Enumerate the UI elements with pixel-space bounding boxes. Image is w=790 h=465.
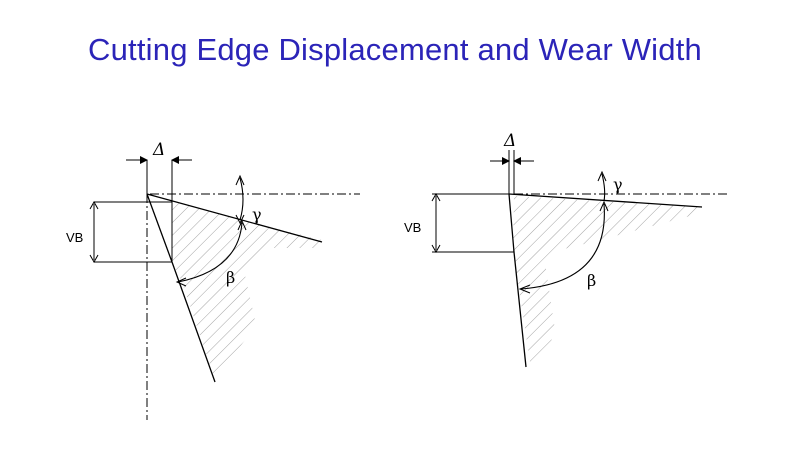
right-gamma-arc bbox=[601, 173, 606, 202]
right-gamma-label: γ bbox=[613, 175, 623, 194]
left-diagram: Δ VB γ β bbox=[66, 140, 360, 420]
right-vb-label: VB bbox=[404, 220, 421, 235]
left-workpiece-hatch bbox=[172, 202, 322, 380]
right-rake-face bbox=[508, 193, 703, 208]
left-beta-label: β bbox=[226, 268, 235, 287]
left-gamma-label: γ bbox=[252, 205, 262, 224]
left-gamma-arc bbox=[239, 177, 244, 221]
right-beta-arc bbox=[520, 203, 605, 290]
right-beta-label: β bbox=[587, 271, 596, 290]
right-workpiece-hatch bbox=[513, 196, 700, 362]
left-beta-arc bbox=[177, 222, 243, 283]
right-wear-face bbox=[508, 193, 515, 253]
left-wear-face bbox=[146, 193, 173, 263]
left-rake-face bbox=[146, 193, 323, 243]
left-delta-label: Δ bbox=[152, 140, 165, 160]
right-delta-label: Δ bbox=[503, 131, 516, 151]
left-vb-label: VB bbox=[66, 230, 83, 245]
right-diagram: Δ VB γ β bbox=[404, 131, 730, 368]
slide-title: Cutting Edge Displacement and Wear Width bbox=[88, 32, 702, 67]
right-flank-face bbox=[513, 251, 527, 368]
